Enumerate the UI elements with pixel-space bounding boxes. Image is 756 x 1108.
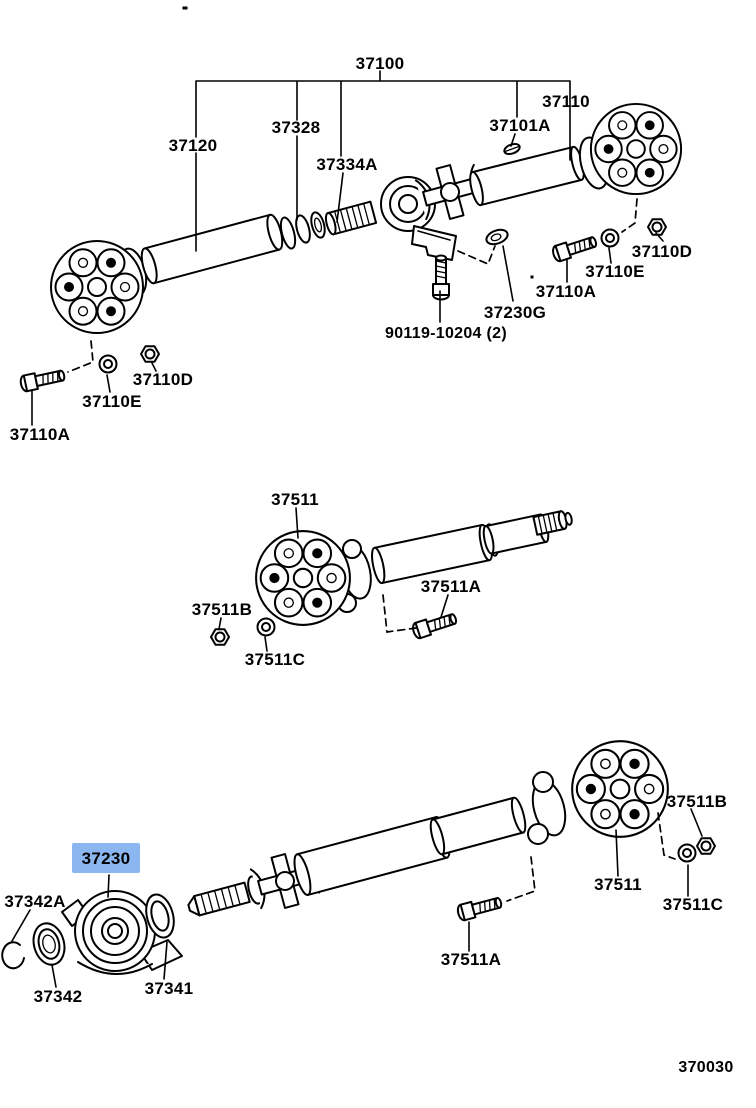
center-bracket-bolt — [432, 254, 450, 301]
part-label-37342[interactable]: 37342 — [34, 987, 83, 1006]
part-labels: 37100 37120 37328 37334A 37101A 37110 37… — [4, 54, 733, 1076]
part-label-37110a-left[interactable]: 37110A — [10, 425, 70, 444]
part-label-37120[interactable]: 37120 — [169, 136, 218, 155]
part-label-37511-mid[interactable]: 37511 — [271, 490, 319, 509]
part-label-37328[interactable]: 37328 — [272, 118, 321, 137]
leader-lines — [11, 70, 703, 988]
rear-shaft-lower-drawing — [187, 740, 669, 917]
part-label-37110e-left[interactable]: 37110E — [82, 392, 141, 411]
part-label-90119-10204[interactable]: 90119-10204 (2) — [385, 325, 507, 342]
part-label-37110d-right[interactable]: 37110D — [632, 242, 692, 261]
part-label-37511c-bottom[interactable]: 37511C — [663, 895, 723, 914]
figure-number: 370030 — [678, 1059, 733, 1076]
part-label-37511a-bottom[interactable]: 37511A — [441, 950, 501, 969]
highlight-box-37230 — [72, 843, 140, 873]
assembly-reference-dashed-lines — [67, 198, 676, 902]
part-label-37100[interactable]: 37100 — [356, 54, 405, 73]
part-label-37110a-right[interactable]: 37110A — [536, 282, 596, 301]
part-label-37511c-mid[interactable]: 37511C — [245, 650, 305, 669]
part-label-37230-highlighted[interactable]: 37230 — [82, 849, 131, 868]
part-label-37511-bottom[interactable]: 37511 — [594, 875, 642, 894]
part-label-37334a[interactable]: 37334A — [316, 155, 377, 174]
part-label-37110[interactable]: 37110 — [542, 92, 590, 111]
front-propeller-shaft-drawing — [50, 6, 683, 334]
rear-shaft-upper-drawing — [255, 510, 573, 626]
center-support-bearing-drawing — [1, 890, 183, 975]
part-label-37511a-mid[interactable]: 37511A — [421, 577, 481, 596]
part-label-37110d-left[interactable]: 37110D — [133, 370, 193, 389]
part-label-37230g[interactable]: 37230G — [484, 303, 546, 322]
part-label-37511b-bottom[interactable]: 37511B — [667, 792, 727, 811]
part-label-37511b-mid[interactable]: 37511B — [192, 600, 252, 619]
part-label-37110e-right[interactable]: 37110E — [585, 262, 644, 281]
part-label-37342a[interactable]: 37342A — [4, 892, 65, 911]
part-label-37341[interactable]: 37341 — [145, 979, 194, 998]
part-label-37101a[interactable]: 37101A — [489, 116, 550, 135]
